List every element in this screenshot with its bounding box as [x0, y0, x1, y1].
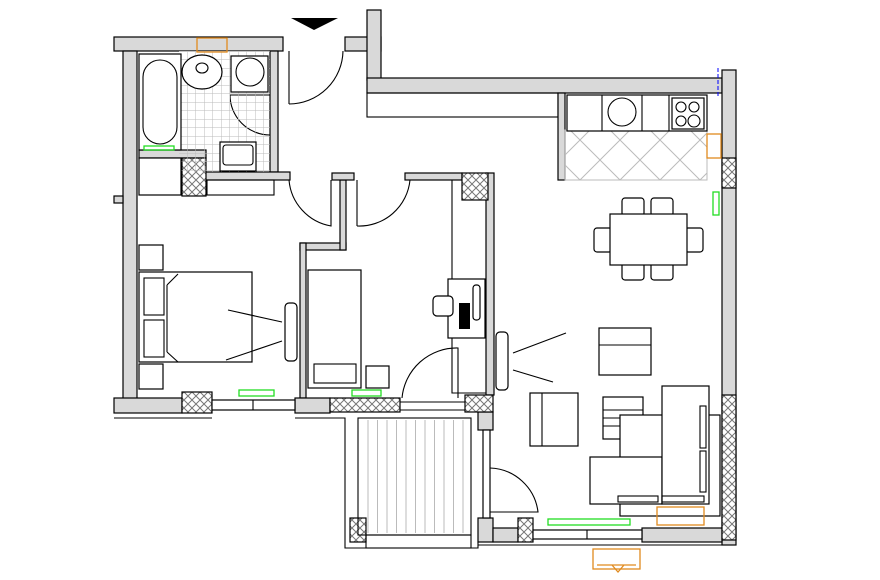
sink-icon	[219, 141, 257, 172]
entry-door	[288, 50, 344, 105]
tv-icon	[284, 302, 298, 362]
dining-chair	[684, 227, 704, 253]
radiator-study	[351, 389, 382, 397]
heater-icon	[656, 506, 705, 526]
meter-icon	[196, 37, 228, 53]
monitor-icon	[472, 284, 481, 321]
radiator-kitchen	[712, 191, 720, 216]
single-bed-icon	[307, 269, 362, 389]
windows	[211, 399, 643, 540]
desk-chair-icon	[432, 295, 454, 317]
armchair-icon	[598, 327, 652, 376]
balcony	[357, 417, 472, 549]
walls	[113, 9, 737, 549]
bedroom-door	[288, 179, 332, 227]
sofa-icon	[661, 385, 710, 505]
nightstand	[138, 363, 164, 390]
radiator-bath	[143, 145, 175, 151]
dining-chair	[650, 197, 674, 217]
cabinet	[365, 365, 390, 389]
dining-table-icon	[609, 213, 688, 266]
sink-icon	[607, 97, 637, 127]
entrance-arrow-icon	[291, 18, 338, 30]
bedroom	[138, 244, 298, 397]
dining-area	[593, 197, 704, 281]
doors	[229, 50, 539, 513]
sofa-icon	[589, 456, 663, 505]
kitchen	[564, 68, 722, 216]
nightstand	[138, 244, 164, 271]
dining-chair	[593, 227, 613, 253]
outdoor-unit-icon	[592, 548, 641, 570]
bathroom	[138, 37, 270, 196]
living-door	[489, 467, 539, 513]
radiator-living	[547, 518, 631, 526]
tv-icon	[495, 331, 509, 391]
dining-chair	[621, 197, 645, 217]
balcony-door	[401, 347, 459, 399]
armchair-icon	[529, 392, 579, 447]
radiator-bedroom	[238, 389, 275, 397]
study	[307, 180, 486, 397]
study-door	[356, 179, 411, 227]
living-room	[495, 327, 721, 573]
toilet-icon	[181, 54, 223, 90]
bed-icon	[138, 271, 253, 363]
bathtub-icon	[138, 53, 182, 151]
